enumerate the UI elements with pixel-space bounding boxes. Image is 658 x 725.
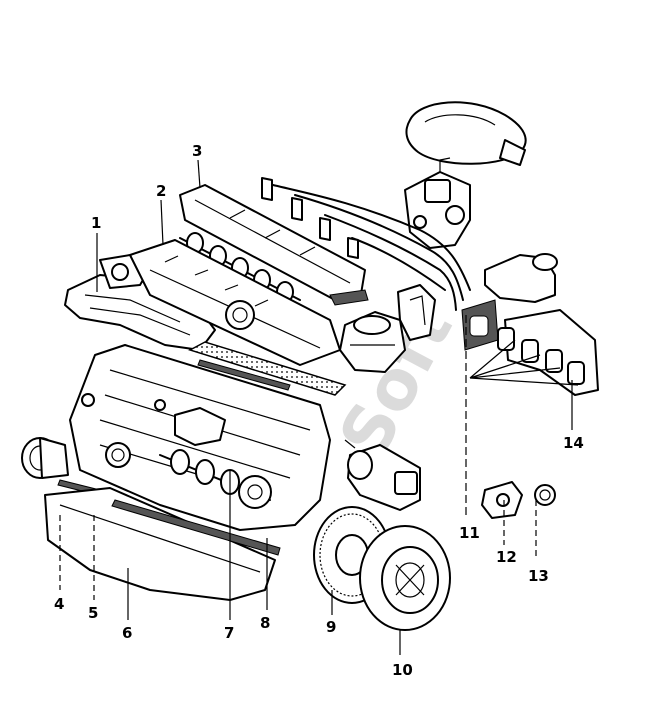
callout-3: 3 <box>192 142 202 160</box>
callout-7: 7 <box>224 624 234 642</box>
callout-1: 1 <box>91 214 101 232</box>
front-cover <box>21 437 69 479</box>
mounting-bracket <box>397 284 436 341</box>
callout-12: 12 <box>496 548 517 566</box>
callout-8: 8 <box>260 614 270 632</box>
callout-14: 14 <box>563 434 584 452</box>
distributor <box>339 311 406 373</box>
oil-pan <box>44 487 281 601</box>
elbow-pipe <box>484 253 558 303</box>
head-gasket <box>188 341 347 396</box>
carburettor <box>404 157 471 249</box>
camshaft <box>179 232 301 303</box>
thermostat <box>534 484 556 506</box>
thermostat-housing <box>481 481 523 519</box>
callout-5: 5 <box>88 604 98 622</box>
callout-11: 11 <box>459 524 480 542</box>
crankshaft <box>159 449 272 509</box>
valve-cover <box>179 184 369 306</box>
starter-motor <box>344 439 421 511</box>
callout-6: 6 <box>122 624 132 642</box>
exhaust-manifold <box>469 309 599 396</box>
exhaust-gasket <box>461 299 499 351</box>
callout-4: 4 <box>54 595 64 613</box>
intake-manifold <box>64 254 216 351</box>
callout-13: 13 <box>528 567 549 585</box>
callout-10: 10 <box>392 661 413 679</box>
callout-2: 2 <box>156 182 166 200</box>
leader-lines <box>59 159 573 655</box>
clutch <box>359 525 451 631</box>
callout-9: 9 <box>326 618 336 636</box>
air-intake-hose <box>405 101 527 166</box>
injector-lines <box>261 177 471 311</box>
